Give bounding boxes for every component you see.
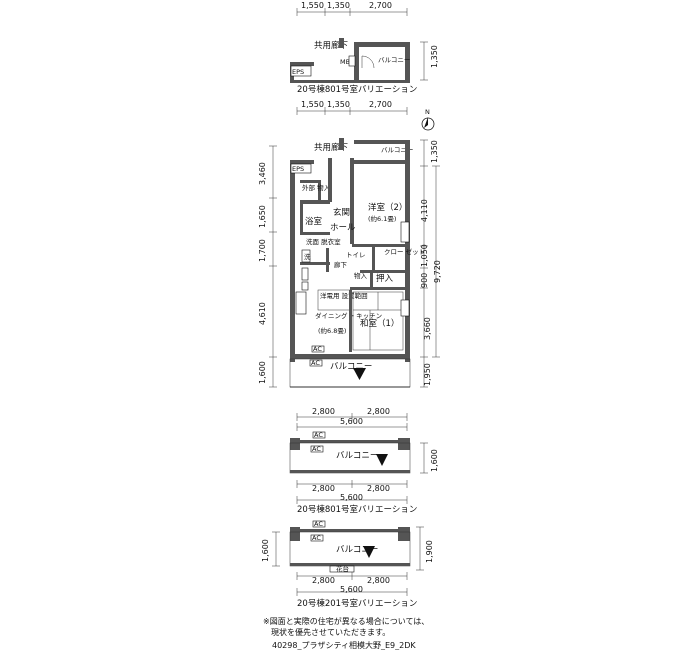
dim-label: 2,800 <box>367 484 390 493</box>
room-size: (約6.8畳) <box>318 326 346 335</box>
dim-label: 900 <box>420 273 429 288</box>
common-corridor-label: 共用廊下 <box>314 40 349 51</box>
room-note: 洋電用 設置範囲 <box>320 291 368 300</box>
room-label: 物入 <box>354 271 368 280</box>
room-label: 外部 物入 <box>302 183 331 192</box>
room-label: 押入 <box>376 273 394 284</box>
eps-label: EPS <box>292 165 304 173</box>
room-label: 玄関 <box>333 207 350 218</box>
variation-caption: 20号棟801号室バリエーション <box>297 504 417 515</box>
mb-label: MB <box>340 58 350 66</box>
room-label: 廊下 <box>334 260 348 269</box>
compass: N <box>421 108 435 131</box>
main-plan: 1,550 1,350 2,700 N 共用廊下 バルコニー EPS 外部 物入 <box>258 100 442 431</box>
ac-label: AC <box>313 345 322 353</box>
dim-label: 2,800 <box>312 407 335 416</box>
storage-label: 花台 <box>336 564 349 573</box>
dim-label: 1,700 <box>258 239 267 262</box>
footnote-line-1: ※図面と実際の住宅が異なる場合については、 <box>263 616 429 626</box>
dim-label: 1,900 <box>425 540 434 563</box>
gas-heater-icon <box>376 454 388 466</box>
dim-label: 4,110 <box>420 199 429 222</box>
dim-label: 1,350 <box>430 45 439 68</box>
room-label: バルコニー <box>330 362 372 372</box>
dim-label: 5,600 <box>340 417 363 426</box>
dim-label: 2,700 <box>369 1 392 10</box>
dim-label: 1,650 <box>258 205 267 228</box>
north-label: N <box>425 108 430 116</box>
eps-label: EPS <box>292 68 304 76</box>
ac-label: AC <box>312 445 321 453</box>
room-label: 洗面 脱衣室 <box>306 237 341 246</box>
footnote-line-2: 現状を優先させていただきます。 <box>271 627 390 637</box>
dim-label: 5,600 <box>340 585 363 594</box>
dim-label: 4,610 <box>258 302 267 325</box>
ac-label: AC <box>314 520 323 528</box>
dim-label: 2,800 <box>312 576 335 585</box>
dim-label: 1,600 <box>430 449 439 472</box>
room-label: トイレ <box>346 251 366 259</box>
room-label: クロー ゼット <box>384 247 425 256</box>
dim-label: 2,800 <box>367 576 390 585</box>
balcony-top-label: バルコニー <box>381 146 413 154</box>
room-label: 洗 <box>304 252 311 261</box>
middle-variation: AC AC バルコニー 1,600 2,800 2,800 5,600 20号棟… <box>289 431 439 515</box>
gas-heater-icon <box>353 368 366 380</box>
top-variation: 1,550 1,350 2,700 共用廊下 EPS MB バルコニー 1,35… <box>290 1 439 95</box>
dim-label: 1,050 <box>420 244 429 267</box>
dim-label: 2,700 <box>369 100 392 109</box>
dim-label: 5,600 <box>340 493 363 502</box>
ac-label: AC <box>311 359 320 367</box>
dim-label: 1,550 <box>301 100 324 109</box>
dim-label: 1,600 <box>258 361 267 384</box>
room-label: ダイニング ・キッチン <box>315 311 382 320</box>
room-label: ホール <box>330 223 356 233</box>
dim-label: 3,460 <box>258 162 267 185</box>
variation-caption: 20号棟801号室バリエーション <box>297 84 417 95</box>
bottom-variation: AC AC バルコニー 花台 1,600 1,900 2,800 2,800 5… <box>261 520 434 609</box>
gas-heater-icon <box>363 546 375 558</box>
ac-label: AC <box>314 431 323 439</box>
room-label: 和室（1） <box>360 318 399 329</box>
room-label: 浴室 <box>305 216 323 227</box>
dim-label: 3,660 <box>423 317 432 340</box>
dim-label: 1,550 <box>301 1 324 10</box>
room-label: 洋室（2） <box>368 202 407 213</box>
dim-label: 1,950 <box>423 363 432 386</box>
dim-label: 1,350 <box>327 100 350 109</box>
dim-label: 1,350 <box>430 140 439 163</box>
dim-label: 1,600 <box>261 539 270 562</box>
dim-label: 9,720 <box>433 260 442 283</box>
ac-label: AC <box>312 534 321 542</box>
room-size: (約6.1畳) <box>368 214 396 223</box>
variation-caption: 20号棟201号室バリエーション <box>297 598 417 609</box>
dim-label: 2,800 <box>312 484 335 493</box>
file-label: 40298_プラザシティ相模大野_E9_2DK <box>272 640 416 650</box>
balcony-label: バルコニー <box>378 56 410 64</box>
common-corridor-label: 共用廊下 <box>314 142 349 153</box>
dim-label: 1,350 <box>327 1 350 10</box>
balcony-label: バルコニー <box>336 545 378 555</box>
balcony-label: バルコニー <box>336 451 378 461</box>
tatami-grid <box>352 291 404 351</box>
dim-label: 2,800 <box>367 407 390 416</box>
